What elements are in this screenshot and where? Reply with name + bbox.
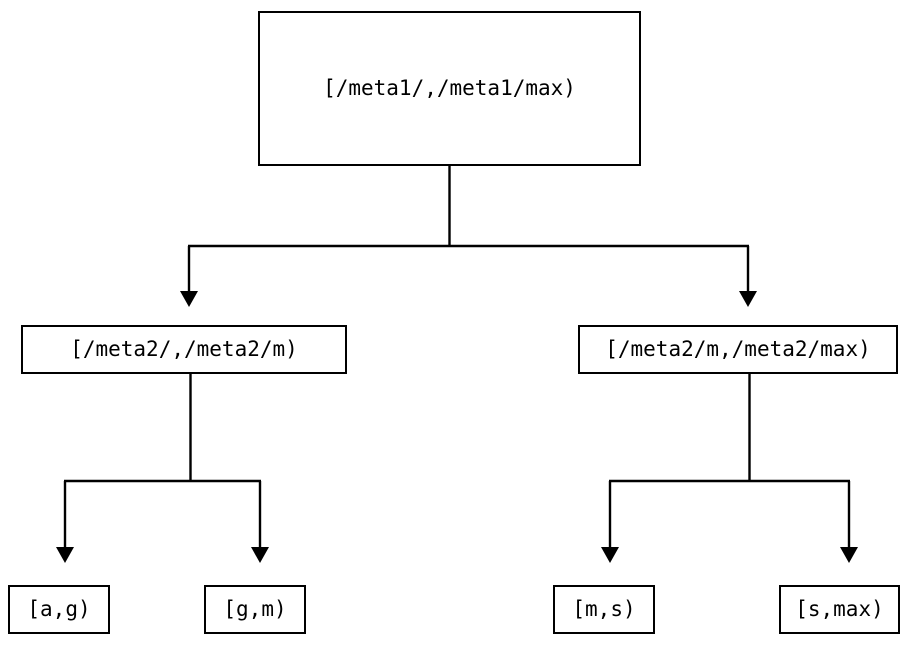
edge-level2-right-to-leaves: [601, 374, 858, 563]
arrowhead-to-leaf-g-m: [251, 547, 269, 563]
node-leaf-a-g[interactable]: [a,g): [8, 585, 110, 634]
node-leaf-g-m-label: [g,m): [223, 597, 287, 621]
arrowhead-to-leaf-m-s: [601, 547, 619, 563]
node-leaf-s-max-label: [s,max): [795, 597, 884, 621]
arrowhead-to-level2-right: [739, 291, 757, 307]
edge-root-to-level2: [180, 166, 757, 307]
node-level2-left-label: [/meta2/,/meta2/m): [70, 337, 298, 361]
node-leaf-m-s-label: [m,s): [572, 597, 636, 621]
node-root-label: [/meta1/,/meta1/max): [323, 76, 576, 100]
arrowhead-to-level2-left: [180, 291, 198, 307]
node-level2-left[interactable]: [/meta2/,/meta2/m): [21, 325, 347, 374]
arrowhead-to-leaf-a-g: [56, 547, 74, 563]
node-root[interactable]: [/meta1/,/meta1/max): [258, 11, 641, 166]
node-level2-right-label: [/meta2/m,/meta2/max): [605, 337, 871, 361]
edge-level2-left-to-leaves: [56, 374, 269, 563]
arrowhead-to-leaf-s-max: [840, 547, 858, 563]
node-leaf-a-g-label: [a,g): [27, 597, 91, 621]
node-leaf-m-s[interactable]: [m,s): [553, 585, 655, 634]
node-level2-right[interactable]: [/meta2/m,/meta2/max): [578, 325, 898, 374]
node-leaf-s-max[interactable]: [s,max): [779, 585, 900, 634]
node-leaf-g-m[interactable]: [g,m): [204, 585, 306, 634]
